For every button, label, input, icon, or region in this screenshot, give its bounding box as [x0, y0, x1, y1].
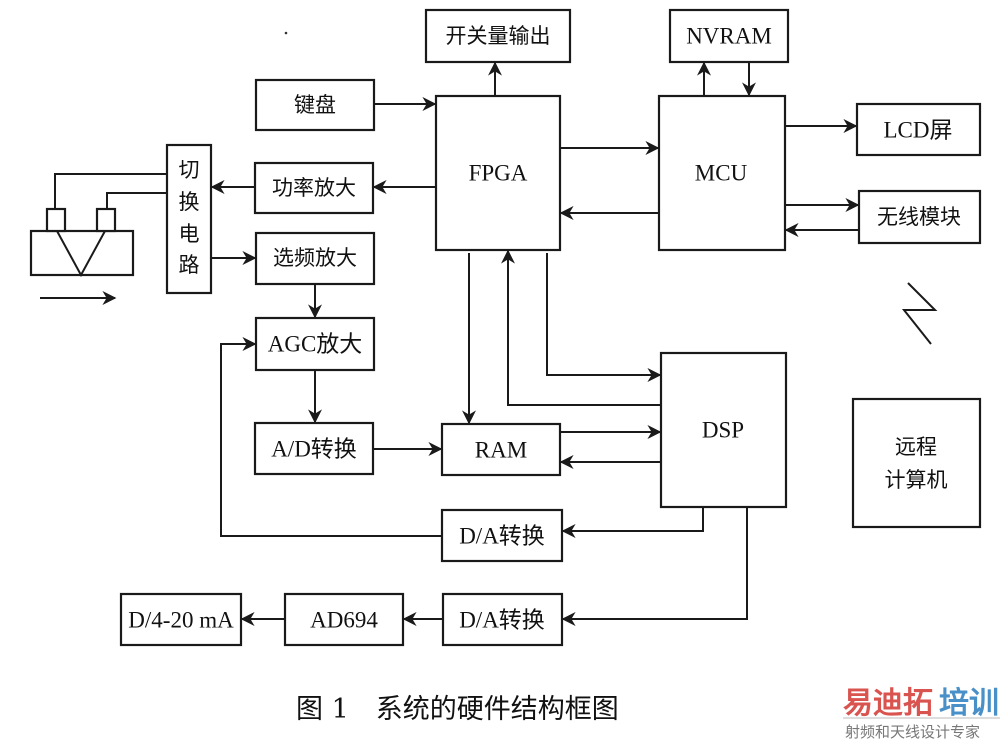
block-fpga-label: FPGA: [469, 161, 528, 186]
block-nvram-label: NVRAM: [686, 24, 772, 49]
block-power-amp-label: 功率放大: [272, 176, 356, 200]
block-nvram: NVRAM: [668, 8, 790, 64]
figure-caption: 图 1 系统的硬件结构框图: [296, 694, 619, 725]
block-current-output: D/4-20 mA: [119, 592, 243, 647]
block-lcd-label: LCD屏: [884, 118, 953, 143]
block-mcu-label: MCU: [695, 161, 748, 186]
block-freq-amp: 选频放大: [254, 231, 376, 286]
block-switch-circuit-label-3: 电: [179, 222, 200, 246]
ultrasonic-probe-icon: [29, 173, 167, 278]
wire-fpga-dsp: [546, 253, 662, 382]
block-agc-amp-label: AGC放大: [268, 332, 363, 357]
block-power-amp: 功率放大: [253, 161, 375, 215]
watermark-title-blue: 培训: [939, 686, 999, 721]
block-switch-circuit: 切 换 电 路: [165, 143, 213, 295]
block-keyboard: 键盘: [254, 78, 376, 132]
block-dsp-label: DSP: [702, 418, 744, 443]
block-ad-converter-label: A/D转换: [271, 437, 357, 462]
block-dsp: DSP: [659, 351, 788, 509]
block-wireless: 无线模块: [857, 189, 982, 245]
block-ad694: AD694: [283, 592, 405, 647]
block-da-converter-2-label: D/A转换: [459, 608, 545, 633]
block-ad-converter: A/D转换: [253, 421, 375, 476]
block-da-converter-2: D/A转换: [441, 592, 564, 647]
block-fpga: FPGA: [434, 94, 562, 252]
watermark-logo: 易迪拓 培训 射频和天线设计专家: [843, 686, 1000, 741]
block-remote-computer-label-2: 计算机: [885, 468, 948, 492]
block-wireless-label: 无线模块: [877, 205, 961, 229]
block-current-output-label: D/4-20 mA: [128, 608, 234, 633]
wire-da1-agc: [220, 337, 442, 537]
block-da-converter-1-label: D/A转换: [459, 524, 545, 549]
block-ram-label: RAM: [475, 438, 527, 463]
block-da-converter-1: D/A转换: [440, 508, 564, 563]
block-keyboard-label: 键盘: [294, 93, 336, 117]
block-switch-circuit-label-2: 换: [179, 190, 200, 214]
wire-dsp-da2: [561, 507, 748, 626]
block-remote-computer: 远程 计算机: [851, 397, 982, 529]
block-switch-output: 开关量输出: [424, 8, 572, 64]
wire-dsp-fpga: [501, 249, 660, 406]
block-lcd: LCD屏: [855, 102, 982, 157]
block-switch-output-label: 开关量输出: [446, 24, 551, 48]
block-switch-circuit-label-1: 切: [179, 158, 200, 182]
block-freq-amp-label: 选频放大: [273, 246, 357, 270]
wire-dsp-da1: [561, 507, 704, 538]
block-mcu: MCU: [657, 94, 787, 252]
wireless-link-icon: [901, 282, 938, 345]
block-remote-computer-label-1: 远程: [895, 435, 937, 459]
block-ram: RAM: [440, 422, 562, 477]
block-agc-amp: AGC放大: [254, 316, 376, 372]
watermark-title-red: 易迪拓: [843, 686, 933, 721]
watermark-subtitle: 射频和天线设计专家: [845, 723, 980, 741]
block-switch-circuit-label-4: 路: [179, 253, 200, 277]
block-ad694-label: AD694: [310, 608, 378, 633]
stray-dot: [284, 31, 288, 35]
